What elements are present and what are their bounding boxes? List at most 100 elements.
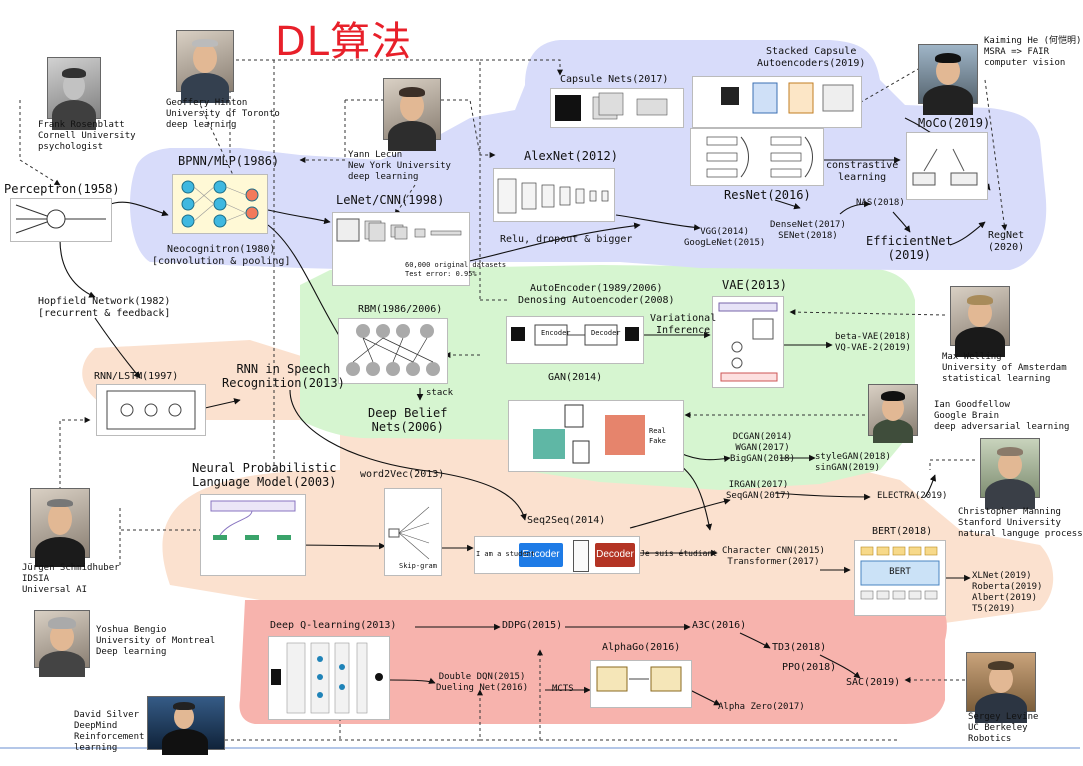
seq2seq-figure: Encoder Decoder I am a student [474, 536, 640, 574]
lenet-caption: 60,000 original datasets Test error: 0.9… [405, 261, 507, 278]
node-contrastive: constrastive learning [826, 160, 899, 183]
node-a3c: A3C(2016) [692, 620, 747, 631]
gan-real-label: Real [649, 427, 666, 435]
hinton-photo [176, 30, 234, 103]
alexnet-figure [493, 168, 615, 222]
node-stylegan: styleGAN(2018) sinGAN(2019) [815, 452, 891, 473]
levine-caption: Sergey Levine UC Berkeley Robotics [968, 712, 1039, 744]
he-photo [918, 44, 978, 115]
resnet-figure [690, 128, 824, 186]
hinton-caption: Geoffery Hinton University of Toronto de… [166, 98, 280, 130]
node-alexnet: AlexNet(2012) [524, 149, 618, 163]
node-rbm: RBM(1986/2006) [358, 304, 443, 315]
node-densenet: DenseNet(2017) SENet(2018) [770, 220, 846, 241]
schmidhuber-photo [30, 488, 90, 567]
lstm-figure [96, 384, 206, 436]
vae-figure [712, 296, 784, 388]
node-electra: ELECTRA(2019) [877, 491, 948, 501]
bengio-caption: Yoshua Bengio University of Montreal Dee… [96, 625, 216, 657]
node-sac: SAC(2019) [846, 677, 901, 688]
node-alexnet-note: Relu, dropout & bigger [500, 234, 633, 245]
gan-fake-label: Fake [649, 437, 666, 445]
node-td3: TD3(2018) [772, 642, 827, 653]
nplm-figure [200, 494, 306, 576]
manning-caption: Christopher Manning Stanford University … [958, 507, 1083, 539]
node-alphazero: Alpha Zero(2017) [718, 702, 805, 712]
encoder-block: Encoder [519, 543, 563, 567]
perceptron-figure [10, 198, 112, 242]
encoder-label: Encoder [541, 329, 571, 337]
skipgram-caption: Skip-gram [399, 562, 437, 570]
lecun-photo [383, 78, 441, 151]
node-nplm: Neural Probabilistic Language Model(2003… [192, 461, 337, 489]
node-beta-vae: beta-VAE(2018) VQ-VAE-2(2019) [835, 332, 911, 353]
node-stacked-capsule: Stacked Capsule Autoencoders(2019) [757, 46, 866, 69]
stacked-capsule-figure [692, 76, 862, 128]
node-ddpg: DDPG(2015) [502, 620, 563, 631]
node-alphago: AlphaGo(2016) [602, 642, 681, 653]
node-double-dqn: Double DQN(2015) Dueling Net(2016) [436, 672, 529, 693]
node-efficientnet: EfficientNet (2019) [866, 234, 953, 262]
node-neocognitron: Neocognitron(1980) [convolution & poolin… [152, 244, 291, 267]
node-resnet: ResNet(2016) [724, 188, 811, 202]
node-irgan: IRGAN(2017) SeqGAN(2017) [726, 480, 792, 501]
word2vec-figure: Skip-gram [384, 488, 442, 576]
autoencoder-figure: Encoder Decoder [506, 316, 644, 364]
moco-figure [906, 132, 988, 200]
bert-figure: BERT [854, 540, 946, 616]
lecun-caption: Yann Lecun New York University deep lear… [348, 150, 451, 182]
bert-box-label: BERT [889, 567, 911, 577]
decoder-block: Decoder [595, 543, 635, 567]
bengio-photo [34, 610, 90, 677]
he-caption: Kaiming He (何恺明) MSRA => FAIR computer v… [984, 36, 1082, 68]
node-word2vec: word2Vec(2013) [360, 469, 445, 480]
node-seq2seq: Seq2Seq(2014) [527, 515, 606, 526]
dqn-figure [268, 636, 390, 720]
levine-photo [966, 652, 1036, 723]
node-perceptron: Perceptron(1958) [4, 182, 120, 196]
silver-caption: David Silver DeepMind Reinforcement lear… [74, 710, 145, 753]
node-stack: stack [426, 388, 454, 398]
node-lenet: LeNet/CNN(1998) [336, 193, 445, 207]
alphago-figure [590, 660, 692, 708]
node-hopfield: Hopfield Network(1982) [recurrent & feed… [38, 296, 171, 319]
rosenblatt-photo [47, 57, 101, 130]
node-moco: MoCo(2019) [918, 116, 991, 130]
lenet-figure: 60,000 original datasets Test error: 0.9… [332, 212, 506, 286]
context-vector [573, 540, 589, 572]
node-capsule: Capsule Nets(2017) [560, 74, 669, 85]
gan-figure: Real Fake [508, 400, 684, 472]
silver-photo [147, 696, 225, 755]
bpnn-figure [172, 174, 268, 234]
node-gan: GAN(2014) [548, 372, 603, 383]
node-nas: NAS(2018) [856, 198, 905, 208]
node-dbn: Deep Belief Nets(2006) [368, 406, 448, 434]
node-mcts: MCTS [552, 684, 574, 694]
seq-input-text: I am a student [476, 550, 536, 558]
node-rnn-lstm: RNN/LSTM(1997) [94, 371, 179, 382]
manning-photo [980, 438, 1040, 509]
node-bpnn: BPNN/MLP(1986) [178, 154, 280, 168]
rbm-figure [338, 318, 448, 384]
decoder-label: Decoder [591, 329, 621, 337]
node-bert: BERT(2018) [872, 526, 933, 537]
node-xlnet: XLNet(2019) Roberta(2019) Albert(2019) T… [972, 571, 1043, 614]
goodfellow-caption: Ian Goodfellow Google Brain deep adversa… [934, 400, 1070, 432]
node-autoencoder: AutoEncoder(1989/2006) Denosing Autoenco… [518, 283, 675, 306]
node-dqn: Deep Q-learning(2013) [270, 620, 397, 631]
page-title: DL算法 [275, 19, 413, 65]
node-charcnn: Character CNN(2015) Transformer(2017) [722, 546, 825, 567]
node-ppo: PPO(2018) [782, 662, 837, 673]
goodfellow-photo [868, 384, 918, 443]
welling-photo [950, 286, 1010, 357]
node-rnn-speech: RNN in Speech Recognition(2013) [222, 362, 345, 390]
node-vae: VAE(2013) [722, 278, 788, 292]
capsule-figure [550, 88, 684, 128]
seq-output-text: Je suis étudiant [640, 549, 718, 558]
schmidhuber-caption: Jürgen Schmidhuber IDSIA Universal AI [22, 563, 120, 595]
node-vgg: VGG(2014) GoogLeNet(2015) [684, 227, 766, 248]
node-regnet: RegNet (2020) [988, 230, 1025, 253]
rosenblatt-caption: Frank Rosenblatt Cornell University psyc… [38, 120, 136, 152]
node-variational: Variational Inference [650, 313, 717, 336]
